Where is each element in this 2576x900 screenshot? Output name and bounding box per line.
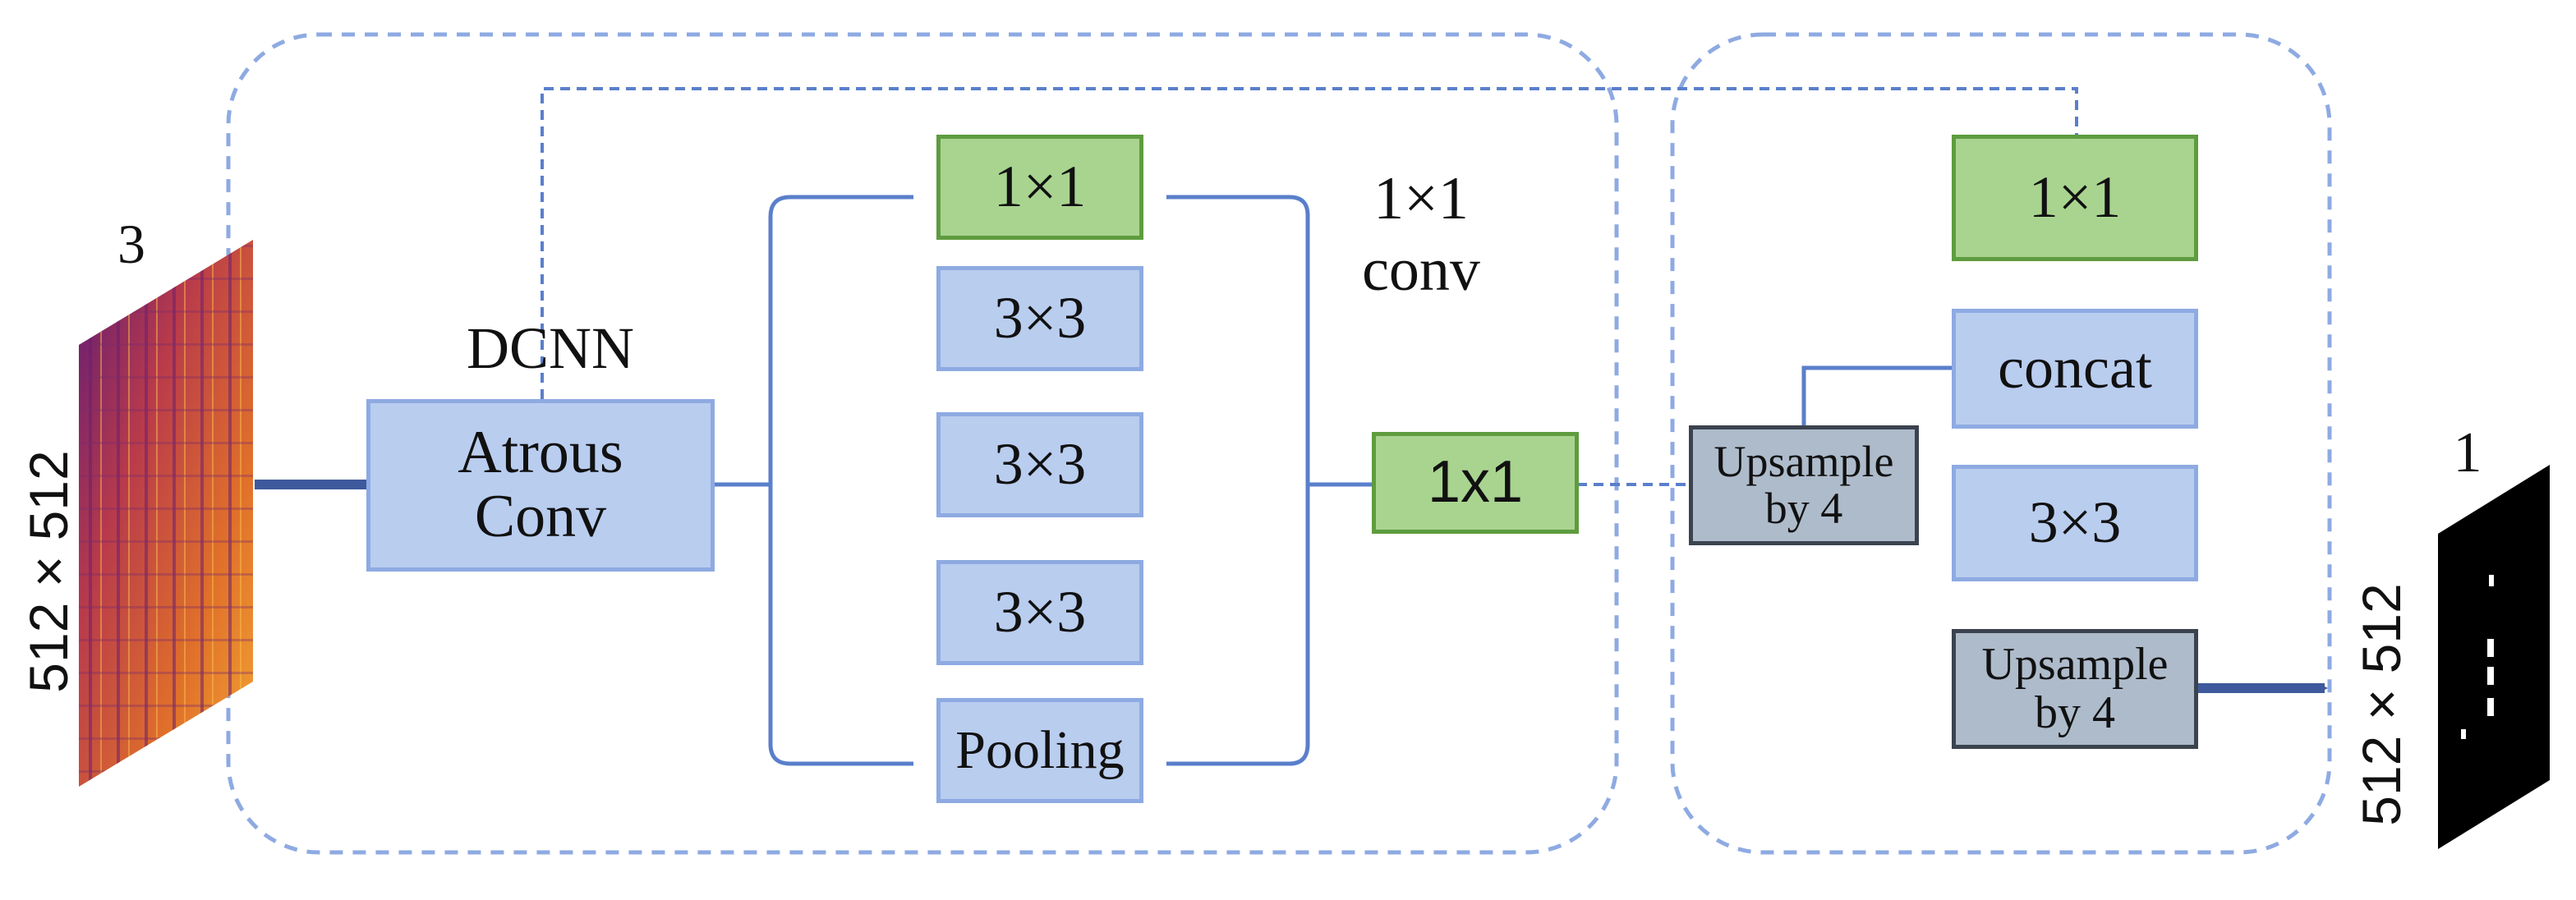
input-channels-label: 3	[117, 213, 145, 276]
branch-3x3-box-1: 3×3	[936, 266, 1143, 371]
branch-pooling-box: Pooling	[936, 698, 1143, 803]
connectors	[713, 195, 1952, 766]
dcnn-label: DCNN	[466, 315, 634, 382]
branch-3x3-box-2: 3×3	[936, 412, 1143, 517]
output-channels-label: 1	[2453, 421, 2482, 485]
upsample-box-b: Upsample by 4	[1952, 629, 2198, 749]
input-size-label: 512 × 512	[18, 450, 80, 693]
decoder-3x3-box: 3×3	[1952, 465, 2198, 581]
branch-3x3-box-3: 3×3	[936, 560, 1143, 665]
output-size-label: 512 × 512	[2351, 583, 2413, 826]
atrous-conv-box: Atrous Conv	[366, 399, 715, 572]
dashed-connectors	[540, 87, 2078, 486]
concat-box: concat	[1952, 309, 2198, 429]
upsample-box-a: Upsample by 4	[1689, 425, 1919, 545]
input-image	[79, 240, 253, 787]
decoder-region	[1670, 32, 2332, 855]
branch-1x1-box: 1×1	[936, 135, 1143, 240]
output-mask	[2438, 465, 2550, 849]
merge-1x1-box: 1x1	[1372, 432, 1579, 534]
merge-conv-label: 1×1 conv	[1362, 164, 1480, 304]
decoder-1x1-box: 1×1	[1952, 135, 2198, 261]
